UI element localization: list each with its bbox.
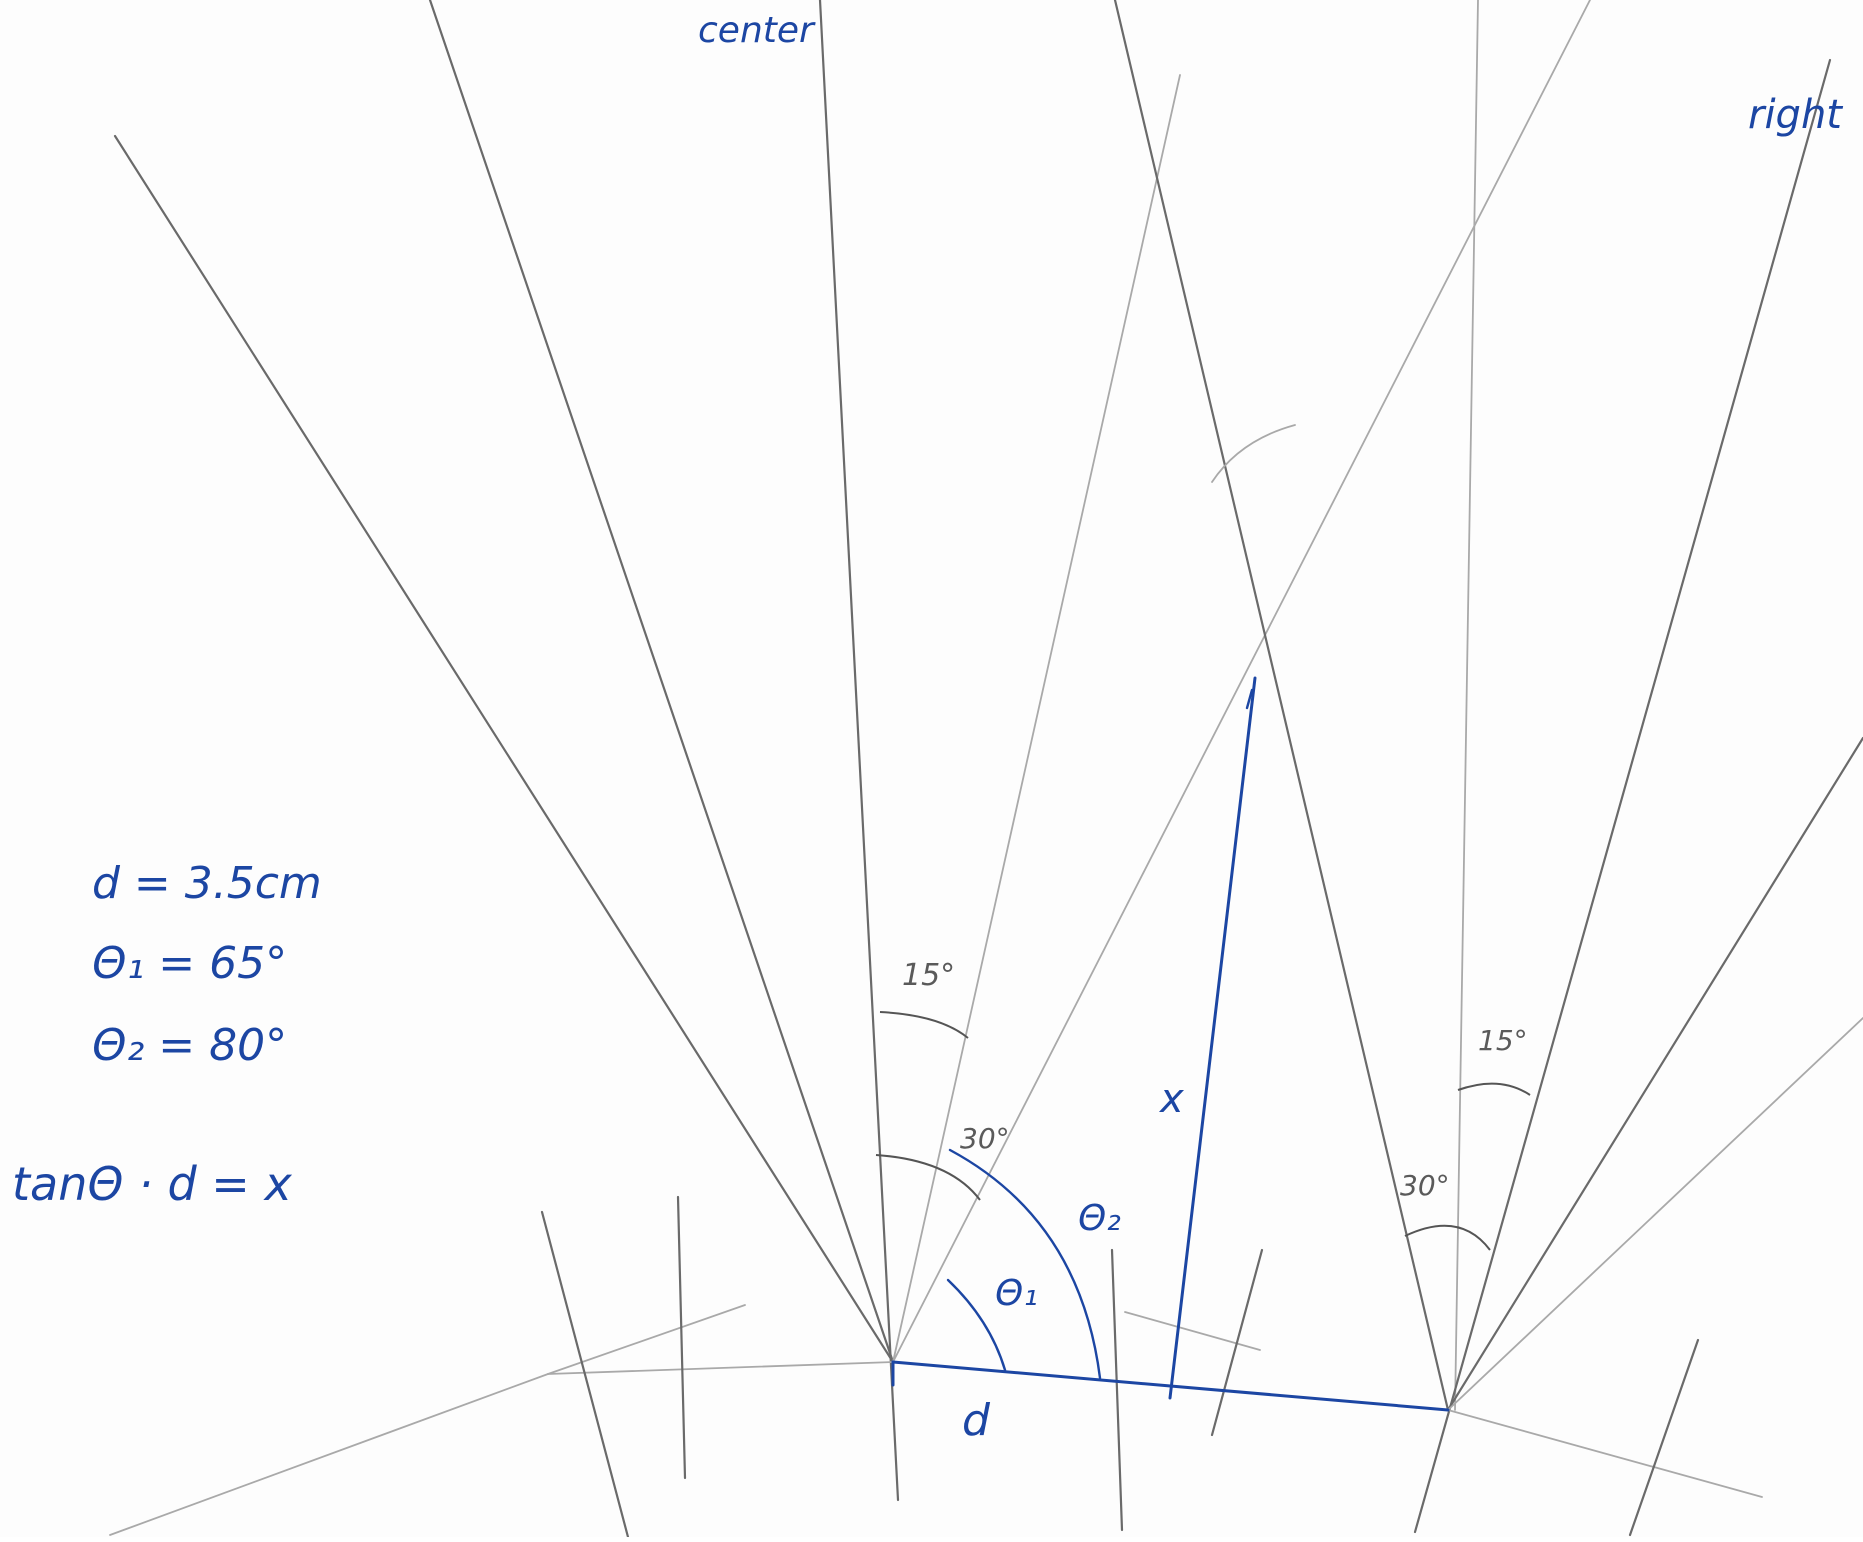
label-theta2: Θ₂ [1078, 1198, 1121, 1239]
height-x-top-mark [1245, 688, 1254, 710]
left-slope-segment [547, 1304, 746, 1375]
left-fan-lines [113, 0, 1591, 1502]
left-fan-line-1 [113, 134, 895, 1364]
theta1-arc [946, 1278, 1007, 1372]
label-right: right [1748, 92, 1843, 138]
pencil-angle-arcs [875, 1011, 1531, 1251]
left-fan-line-4 [892, 74, 1181, 1363]
ink-construction [891, 676, 1450, 1412]
baseline-right-extension [1447, 1409, 1763, 1498]
arc-15-left [879, 1011, 969, 1039]
label-angle-30-left: 30° [960, 1122, 1010, 1155]
right-fan-vertical-line [1454, 0, 1479, 1411]
right-tick-mark [1628, 1338, 1700, 1537]
left-fan-line-2 [428, 0, 895, 1364]
theta2-arc [948, 1148, 1102, 1380]
arc-30-right [1404, 1224, 1491, 1251]
right-fan-line-1 [1113, 0, 1450, 1412]
label-x: x [1158, 1076, 1184, 1122]
height-x-line [1168, 676, 1257, 1400]
mid-right-tick-mark [1210, 1248, 1264, 1437]
right-fan-line-4 [1446, 736, 1863, 1412]
left-tick-mark-2 [676, 1195, 687, 1480]
sketch-arc-mark [1211, 424, 1296, 483]
right-fan-line-3 [1413, 58, 1832, 1534]
label-formula: tanΘ · d = x [12, 1157, 292, 1211]
left-fan-line-5 [892, 0, 1591, 1363]
mid-tick-mark [1110, 1248, 1124, 1532]
label-theta2-value: Θ₂ = 80° [92, 1020, 287, 1071]
handwritten-labels: center right d = 3.5cm Θ₁ = 65° Θ₂ = 80°… [12, 10, 1843, 1446]
right-fan-lines [1113, 0, 1863, 1534]
arc-15-right [1457, 1082, 1531, 1096]
lower-left-slope [109, 1373, 549, 1536]
label-angle-15-left: 15° [902, 958, 955, 993]
label-d: d [962, 1395, 991, 1446]
label-theta1: Θ₁ [995, 1273, 1038, 1314]
construction-lines [109, 424, 1763, 1539]
label-d-value: d = 3.5cm [92, 858, 322, 909]
left-fan-center-line [818, 0, 900, 1502]
label-theta1-value: Θ₁ = 65° [92, 938, 287, 989]
label-angle-30-right: 30° [1400, 1169, 1450, 1202]
label-angle-15-right: 15° [1478, 1024, 1528, 1057]
left-tick-mark-1 [540, 1210, 630, 1539]
label-center: center [698, 10, 816, 51]
right-fan-line-5 [1447, 1017, 1863, 1411]
baseline-left-extension [547, 1361, 894, 1375]
arc-30-left [875, 1154, 981, 1201]
